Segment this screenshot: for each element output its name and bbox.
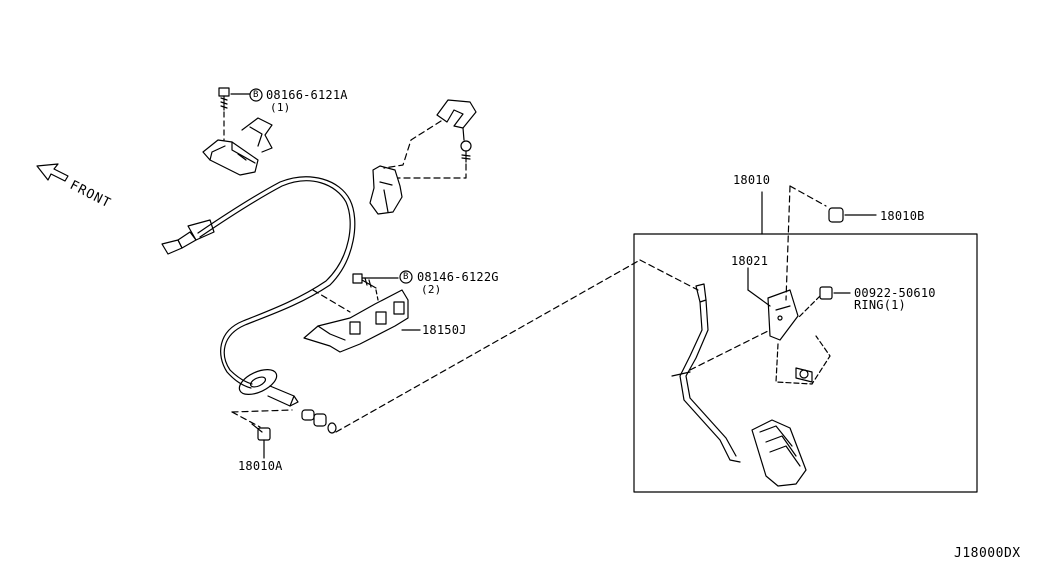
ring-part-label: 00922-50610: [854, 286, 936, 300]
bolt-08166-label: 08166-6121A: [266, 88, 348, 102]
front-arrow-icon: [36, 163, 69, 182]
circle-b-label-2: B: [403, 272, 409, 282]
diagram-code: J18000DX: [954, 546, 1021, 561]
bolt-08146-label: 08146-6122G: [417, 270, 499, 284]
bracket-18150j-icon: [303, 289, 421, 353]
nut-18010b-label: 18010B: [880, 209, 925, 223]
pedal-arm-icon: [639, 259, 771, 463]
ring-label: RING(1): [854, 298, 906, 312]
bracket-18021-label: 18021: [731, 254, 769, 268]
pedal-assy-label: 18010: [733, 173, 771, 187]
ring-icon: [797, 286, 851, 319]
bracket-18021-icon: [747, 267, 831, 385]
circle-b-label-1: B: [253, 90, 259, 100]
pedal-pad-icon: [751, 419, 807, 487]
circle-b-1: [249, 88, 263, 102]
clip-icon: [369, 99, 477, 215]
bolt-18010a-label: 18010A: [238, 459, 283, 473]
bolt-18010a-icon: [231, 409, 293, 459]
nut-18010b-icon: [785, 185, 877, 301]
bushing-icon: [301, 259, 641, 434]
bolt-08146-icon: [352, 273, 399, 301]
bolt-08146-qty: (2): [421, 283, 442, 296]
grommet-icon: [238, 369, 299, 407]
assembly-frame: [633, 233, 978, 493]
bolt-08166-qty: (1): [270, 101, 291, 114]
bolt-08166-icon: [218, 87, 251, 141]
accelerator-cable-icon: [161, 176, 356, 389]
bracket-18150j-label: 18150J: [422, 323, 467, 337]
clamp-bracket-icon: [202, 117, 273, 176]
circle-b-2: [399, 270, 413, 284]
